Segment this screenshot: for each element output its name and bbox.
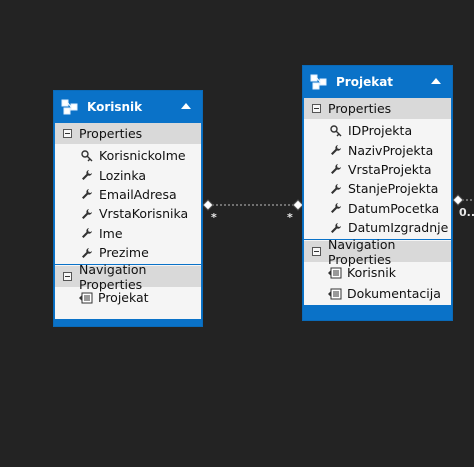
property-list: KorisnickoIme Lozinka EmailAdresa VrstaK… xyxy=(55,144,201,262)
navigation-property-item[interactable]: Dokumentacija xyxy=(304,283,451,304)
property-item[interactable]: VrstaKorisnika xyxy=(55,204,201,223)
entity-projekat[interactable]: Projekat Properties IDProjekta N xyxy=(302,65,453,321)
property-item[interactable]: StanjeProjekta xyxy=(304,179,451,198)
property-name: DatumIzgradnje xyxy=(348,220,449,236)
collapse-toggle-icon[interactable] xyxy=(312,104,321,113)
collapse-toggle-icon[interactable] xyxy=(63,129,72,138)
key-icon xyxy=(81,149,93,162)
navigation-property-item[interactable]: Korisnik xyxy=(304,262,451,283)
wrench-icon xyxy=(331,203,341,214)
navigation-property-icon xyxy=(328,288,342,300)
property-name: StanjeProjekta xyxy=(348,181,439,197)
navigation-properties-label: Navigation Properties xyxy=(79,261,147,292)
wrench-icon xyxy=(331,164,341,175)
entity-body: Properties KorisnickoIme Lozinka xyxy=(55,123,201,319)
multiplicity-projekat-outgoing: 0.. xyxy=(459,206,474,219)
properties-section-header[interactable]: Properties xyxy=(55,123,201,144)
wrench-icon xyxy=(82,189,92,200)
section-divider xyxy=(55,264,201,266)
properties-section-header[interactable]: Properties xyxy=(304,98,451,119)
wrench-icon xyxy=(82,247,92,258)
wrench-icon xyxy=(82,208,92,219)
property-item[interactable]: DatumPocetka xyxy=(304,199,451,218)
navigation-property-name: Dokumentacija xyxy=(347,286,441,302)
entity-header[interactable]: Korisnik xyxy=(54,91,202,123)
navigation-section-header[interactable]: Navigation Properties xyxy=(304,237,451,267)
property-list: IDProjekta NazivProjekta VrstaProjekta S… xyxy=(304,119,451,237)
entity-title: Projekat xyxy=(336,75,394,89)
key-icon xyxy=(330,124,342,137)
property-name: VrstaKorisnika xyxy=(99,206,189,222)
association-end-diamond-far xyxy=(452,194,464,206)
property-item[interactable]: Prezime xyxy=(55,243,201,262)
wrench-icon xyxy=(82,228,92,239)
property-name: VrstaProjekta xyxy=(348,161,432,177)
property-name: Lozinka xyxy=(99,167,147,183)
property-item[interactable]: VrstaProjekta xyxy=(304,160,451,179)
properties-label: Properties xyxy=(328,101,392,116)
property-name: IDProjekta xyxy=(348,123,413,139)
section-divider xyxy=(304,239,451,241)
multiplicity-projekat-end: * xyxy=(287,211,293,224)
entity-icon xyxy=(61,99,78,115)
property-name: EmailAdresa xyxy=(99,186,177,202)
collapse-toggle-icon[interactable] xyxy=(63,272,72,282)
wrench-icon xyxy=(82,170,92,181)
wrench-icon xyxy=(331,183,341,194)
navigation-property-name: Projekat xyxy=(98,290,149,306)
entity-title: Korisnik xyxy=(87,100,143,114)
property-item[interactable]: Ime xyxy=(55,224,201,243)
property-name: Prezime xyxy=(99,245,149,261)
collapse-toggle-icon[interactable] xyxy=(312,247,321,257)
property-item[interactable]: EmailAdresa xyxy=(55,185,201,204)
property-name: Ime xyxy=(99,225,123,241)
chevron-up-icon[interactable] xyxy=(180,100,192,112)
property-item[interactable]: KorisnickoIme xyxy=(55,146,201,165)
navigation-property-name: Korisnik xyxy=(347,265,396,281)
properties-label: Properties xyxy=(79,126,143,141)
navigation-section-header[interactable]: Navigation Properties xyxy=(55,262,201,292)
navigation-property-icon xyxy=(79,292,93,304)
wrench-icon xyxy=(331,145,341,156)
entity-korisnik[interactable]: Korisnik Properties KorisnickoIme xyxy=(53,90,203,327)
property-item[interactable]: IDProjekta xyxy=(304,121,451,140)
wrench-icon xyxy=(331,222,341,233)
association-end-diamond-left xyxy=(202,199,214,211)
property-name: NazivProjekta xyxy=(348,142,434,158)
entity-body: Properties IDProjekta NazivProjekta xyxy=(304,98,451,305)
chevron-up-icon[interactable] xyxy=(430,75,442,87)
entity-header[interactable]: Projekat xyxy=(303,66,452,98)
property-item[interactable]: NazivProjekta xyxy=(304,140,451,159)
property-name: DatumPocetka xyxy=(348,200,440,216)
property-name: KorisnickoIme xyxy=(99,148,186,164)
multiplicity-korisnik-end: * xyxy=(211,211,217,224)
entity-icon xyxy=(310,74,327,90)
property-item[interactable]: DatumIzgradnje xyxy=(304,218,451,237)
navigation-property-item[interactable]: Projekat xyxy=(55,287,201,308)
property-item[interactable]: Lozinka xyxy=(55,165,201,184)
navigation-property-icon xyxy=(328,267,342,279)
navigation-properties-label: Navigation Properties xyxy=(328,236,396,267)
